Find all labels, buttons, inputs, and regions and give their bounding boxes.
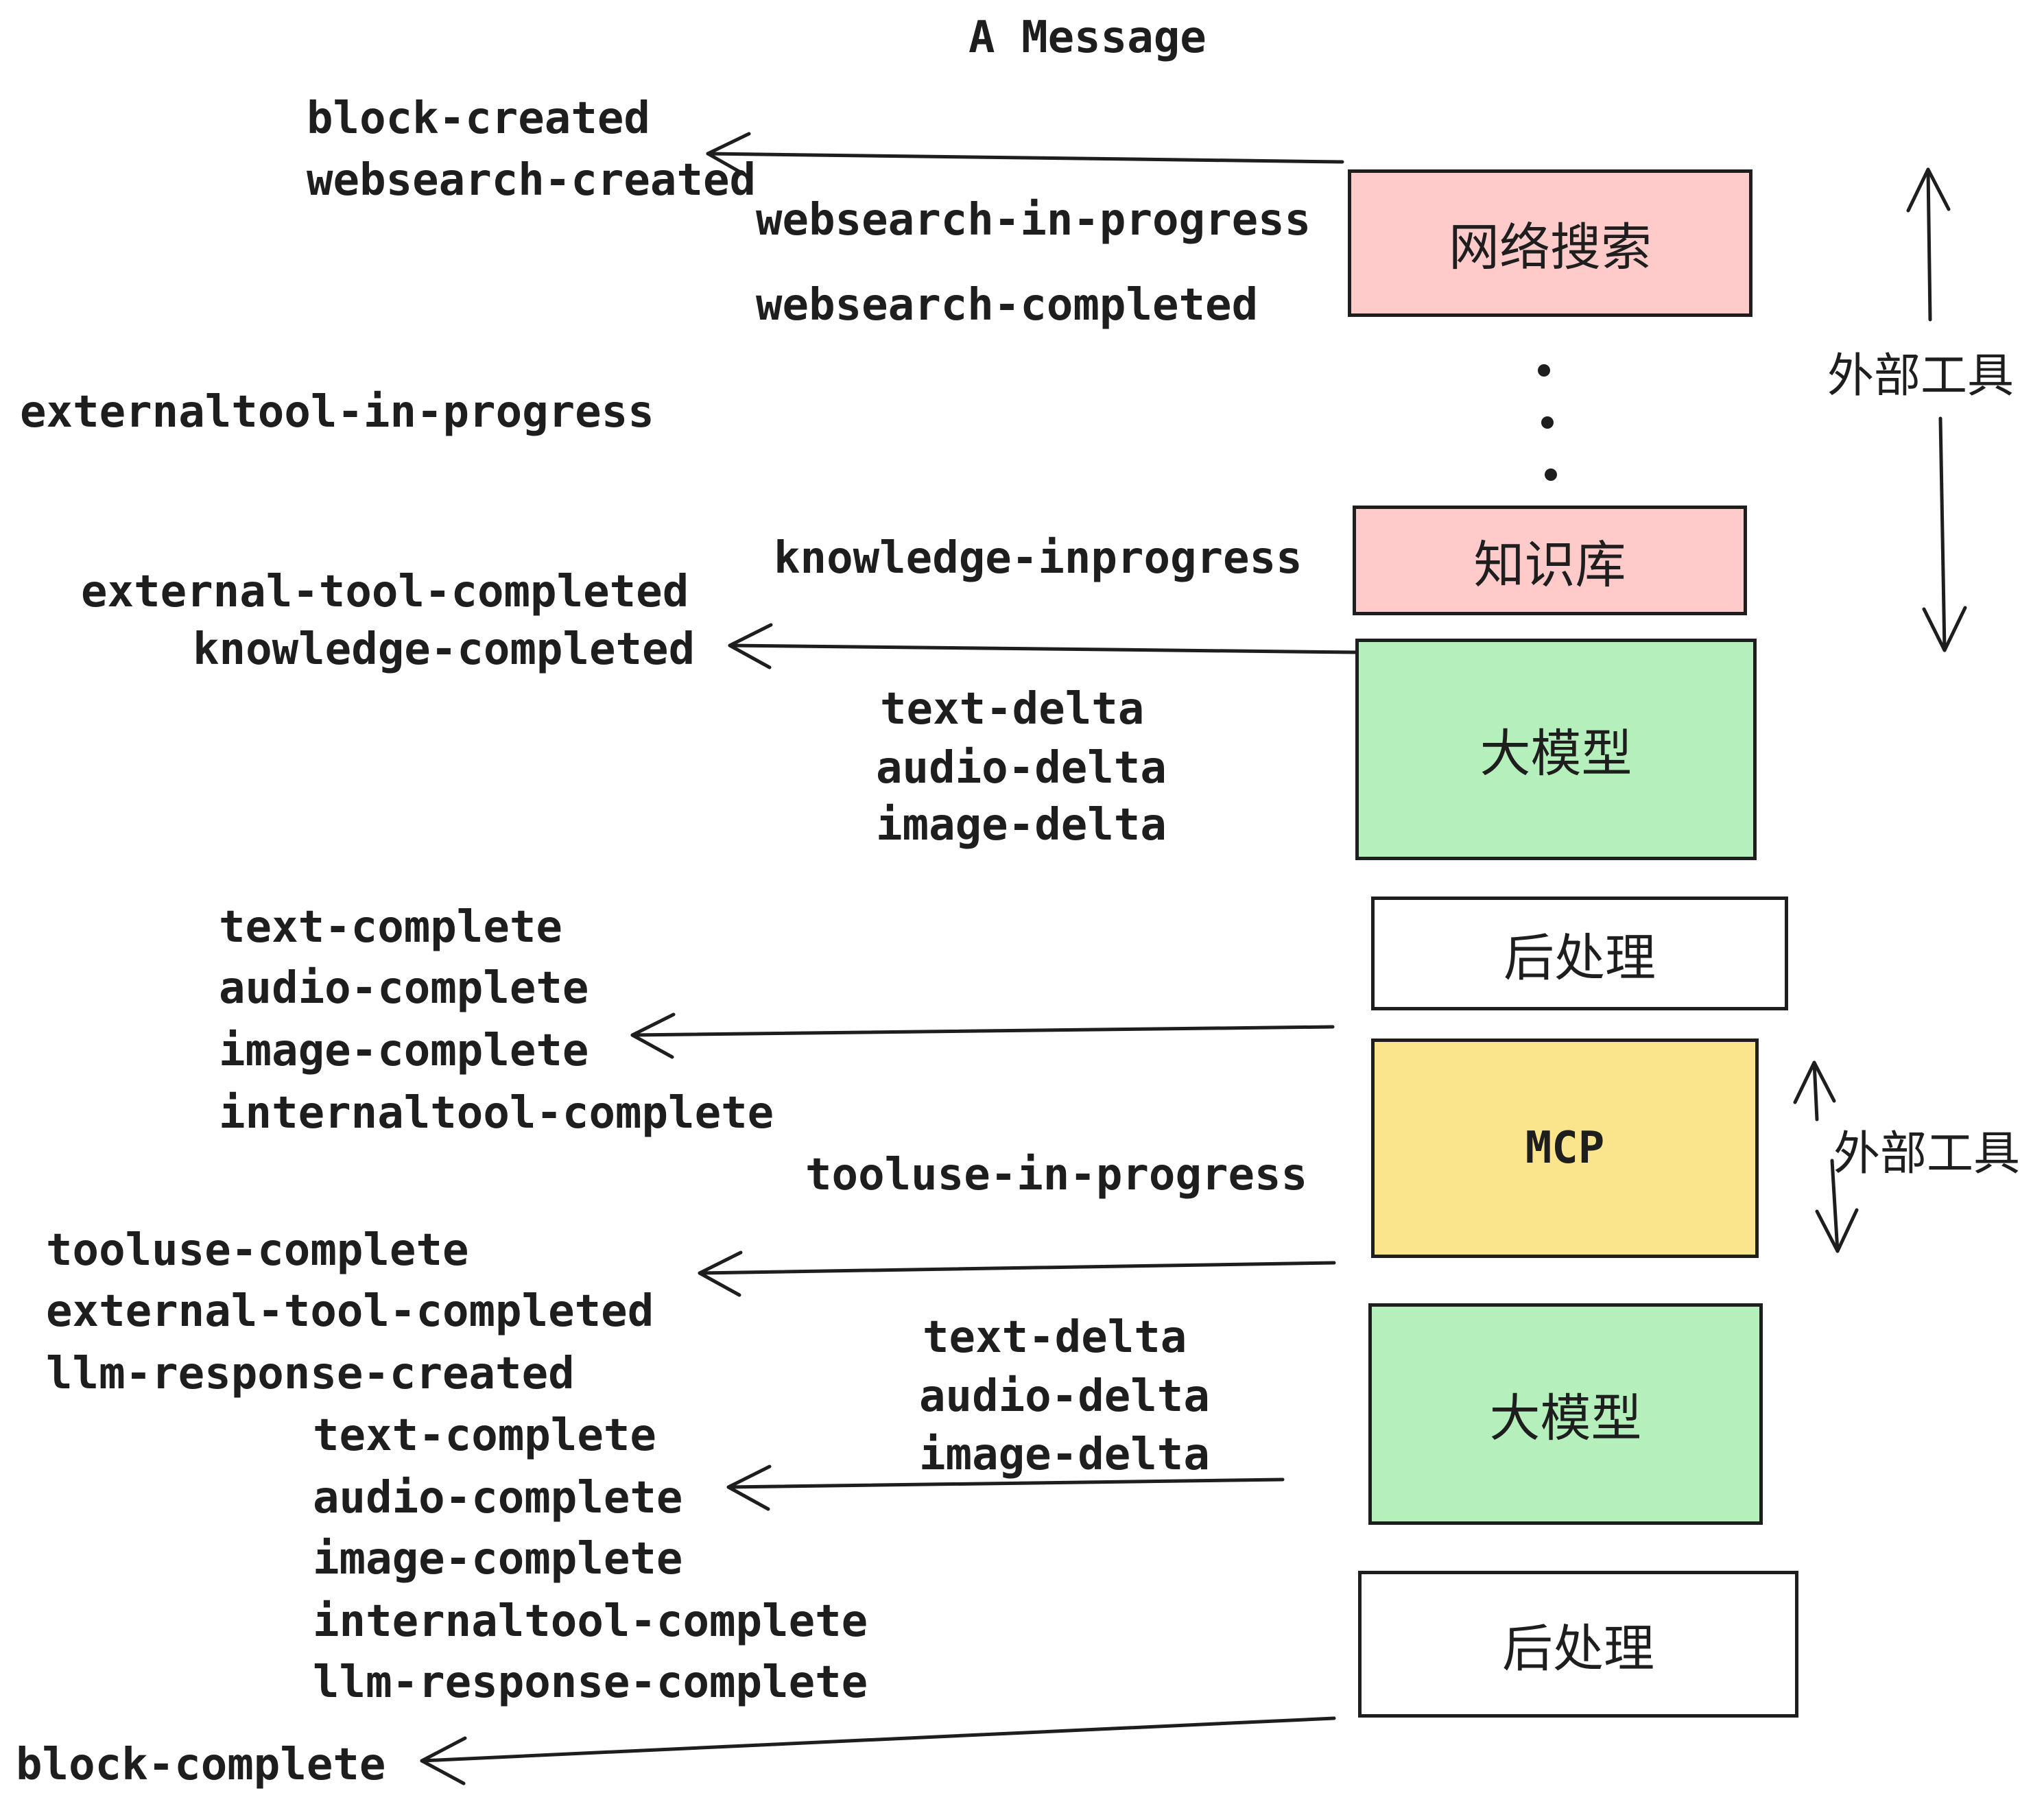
arrow-to-image-complete: [630, 1012, 1335, 1059]
event-knowledge-completed: knowledge-completed: [193, 624, 696, 675]
arrow-to-block-complete: [420, 1716, 1336, 1785]
arrow-to-knowledge-completed: [728, 623, 1359, 669]
arrow-to-tooluse-complete: [698, 1250, 1336, 1297]
event-tooluse-complete: tooluse-complete: [46, 1225, 469, 1276]
event-websearch-in-progress: websearch-in-progress: [756, 195, 1311, 246]
box-knowledge-base: 知识库: [1353, 506, 1747, 615]
event-audio-complete-2: audio-complete: [313, 1473, 683, 1523]
box-llm-1-label: 大模型: [1479, 724, 1632, 783]
box-mcp: MCP: [1371, 1039, 1759, 1258]
event-internaltool-complete-2: internaltool-complete: [313, 1596, 868, 1647]
box-post-process-2-label: 后处理: [1502, 1619, 1654, 1678]
box-llm-2-label: 大模型: [1489, 1389, 1642, 1448]
box-post-process-1: 后处理: [1371, 897, 1788, 1010]
external-tools-down-arrow-2: [1815, 1159, 1859, 1253]
diagram-title: A Message: [968, 12, 1207, 63]
box-post-process-1-label: 后处理: [1504, 928, 1656, 988]
event-external-tool-completed-2: external-tool-completed: [46, 1286, 654, 1337]
event-audio-complete-1: audio-complete: [219, 963, 589, 1014]
external-tools-up-arrow-2: [1793, 1060, 1836, 1121]
external-tools-down-arrow-1: [1922, 416, 1967, 652]
event-audio-delta-2: audio-delta: [919, 1371, 1210, 1422]
event-knowledge-inprogress: knowledge-inprogress: [774, 533, 1303, 584]
arrow-to-audio-complete: [726, 1464, 1285, 1511]
event-text-delta-1: text-delta: [880, 684, 1145, 735]
event-image-delta-2: image-delta: [919, 1429, 1210, 1480]
event-image-complete-1: image-complete: [219, 1025, 589, 1076]
external-tools-label-1: 外部工具: [1827, 349, 2015, 403]
event-tooluse-in-progress: tooluse-in-progress: [805, 1150, 1308, 1200]
external-tools-label-2: 外部工具: [1833, 1127, 2021, 1181]
box-mcp-label: MCP: [1525, 1123, 1605, 1174]
event-text-complete-1: text-complete: [219, 902, 562, 953]
event-text-delta-2: text-delta: [923, 1312, 1187, 1363]
box-web-search-label: 网络搜索: [1449, 218, 1652, 277]
box-llm-1: 大模型: [1355, 639, 1757, 860]
event-externaltool-in-progress: externaltool-in-progress: [20, 387, 654, 438]
event-block-created: block-created: [307, 93, 650, 144]
event-websearch-created: websearch-created: [307, 155, 757, 206]
ellipsis-dots: [1538, 364, 1557, 481]
box-knowledge-base-label: 知识库: [1473, 535, 1626, 595]
event-llm-response-complete: llm-response-complete: [313, 1657, 868, 1708]
arrow-to-block-created: [706, 132, 1344, 178]
box-llm-2: 大模型: [1368, 1303, 1763, 1525]
event-image-delta-1: image-delta: [876, 800, 1167, 851]
box-web-search: 网络搜索: [1348, 169, 1752, 317]
event-text-complete-2: text-complete: [313, 1410, 656, 1461]
event-audio-delta-1: audio-delta: [876, 743, 1167, 794]
event-block-complete: block-complete: [16, 1740, 386, 1790]
event-websearch-completed: websearch-completed: [756, 280, 1259, 331]
event-image-complete-2: image-complete: [313, 1534, 683, 1585]
event-external-tool-completed-1: external-tool-completed: [81, 567, 689, 617]
box-post-process-2: 后处理: [1358, 1571, 1798, 1718]
event-internaltool-complete-1: internaltool-complete: [219, 1088, 774, 1139]
event-llm-response-created: llm-response-created: [46, 1349, 575, 1399]
external-tools-up-arrow-1: [1906, 167, 1951, 322]
